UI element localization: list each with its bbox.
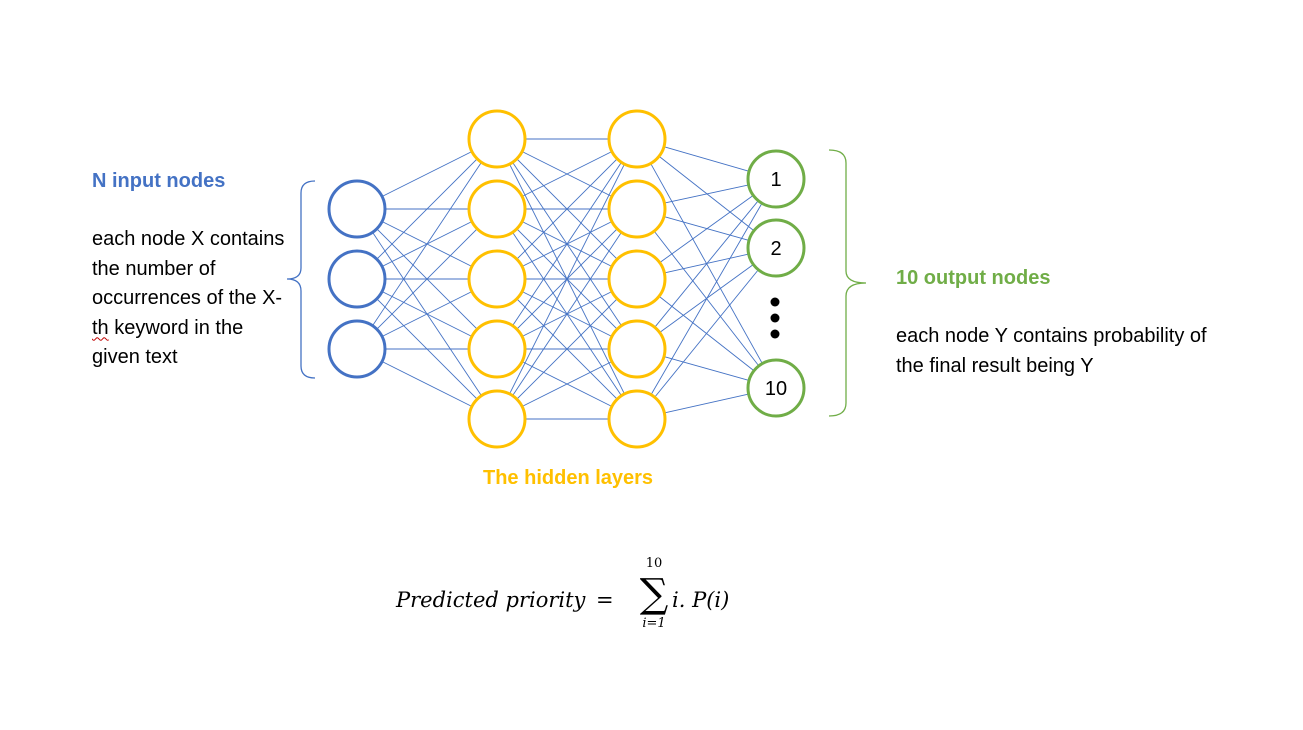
sum-lower-limit: i=1 — [642, 616, 666, 631]
hidden1-node — [467, 389, 527, 449]
connection-line — [516, 298, 618, 400]
output-node-label: 10 — [765, 378, 787, 400]
connection-line — [663, 146, 750, 172]
hidden2-node — [607, 389, 667, 449]
connection-line — [381, 151, 473, 197]
connection-line — [512, 162, 622, 326]
output-node-label: 2 — [770, 238, 781, 260]
output-node — [746, 358, 806, 418]
connection-line — [658, 155, 755, 232]
connection-line — [663, 356, 750, 381]
input-node — [327, 249, 387, 309]
output-brace — [828, 149, 867, 417]
hidden1-node — [467, 249, 527, 309]
connection-line — [509, 163, 625, 395]
hidden-layers-title: The hidden layers — [483, 467, 654, 489]
connection-line — [664, 393, 749, 414]
ellipsis-dots — [770, 297, 780, 339]
network-nodes: 1 2 10 — [327, 109, 806, 449]
output-node — [746, 218, 806, 278]
connection-line — [376, 158, 478, 260]
input-label: N input nodes each node X contains the n… — [92, 170, 292, 373]
sum-upper-limit: 10 — [645, 556, 663, 571]
connection-line — [654, 269, 759, 398]
hidden1-node — [467, 179, 527, 239]
hidden2-node — [607, 249, 667, 309]
connection-line — [372, 162, 482, 326]
output-node — [746, 149, 806, 209]
hidden2-node — [607, 319, 667, 379]
connection-line — [654, 200, 759, 328]
connection-line — [516, 158, 618, 260]
connection-line — [659, 194, 754, 264]
connection-line — [512, 232, 622, 396]
hidden2-node — [607, 109, 667, 169]
connection-line — [521, 151, 613, 197]
output-description: each node Y contains probability of the … — [896, 325, 1207, 377]
connection-line — [521, 361, 613, 407]
connection-line — [381, 361, 473, 407]
braces — [286, 149, 867, 417]
connection-line — [664, 184, 749, 204]
output-label: 10 output nodes each node Y contains pro… — [896, 267, 1236, 381]
input-node — [327, 319, 387, 379]
connection-lines — [372, 138, 763, 420]
output-node-label: 1 — [770, 169, 781, 191]
input-node — [327, 179, 387, 239]
hidden1-node — [467, 109, 527, 169]
summation: 10 ∑ i=1 — [636, 556, 672, 631]
output-title: 10 output nodes — [896, 267, 1051, 289]
hidden2-node — [607, 179, 667, 239]
formula-rhs: i. P(i) — [672, 588, 730, 612]
formula-lhs: Predicted priority — [396, 588, 586, 612]
hidden1-node — [467, 319, 527, 379]
input-brace — [286, 180, 316, 379]
input-description: each node X contains the number of occur… — [92, 228, 285, 368]
input-title: N input nodes — [92, 170, 226, 192]
formula-equals: = — [596, 588, 614, 612]
sum-symbol: ∑ — [639, 571, 669, 617]
connection-line — [650, 203, 763, 395]
connection-line — [376, 228, 478, 330]
connection-line — [381, 291, 473, 337]
